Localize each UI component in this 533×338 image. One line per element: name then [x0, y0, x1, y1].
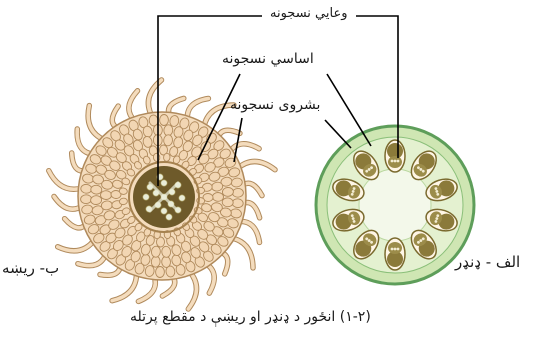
bundle-vessel — [397, 248, 400, 251]
figure-caption: (۱-۲) انځور د ډنډر او ریښې د مقطع پرتله — [130, 310, 371, 324]
leader-epidermis-right — [325, 120, 351, 148]
cortex-cell — [222, 187, 234, 196]
xylem-cell — [143, 194, 149, 200]
root-hair-fill — [230, 238, 253, 268]
bundle-vessel — [397, 160, 400, 163]
stem-cross-section — [316, 126, 474, 284]
bundle-vessel — [391, 248, 394, 251]
root-cross-section — [49, 80, 275, 309]
cortex-cell — [119, 188, 128, 195]
cortex-cell — [159, 114, 168, 125]
stem-bundle — [385, 238, 405, 270]
root-hair-fill — [58, 239, 95, 250]
cortex-cell — [80, 195, 91, 204]
label-root: ب- ریښه — [2, 261, 59, 276]
cortex-cell — [155, 266, 164, 277]
cortex-cell — [232, 188, 243, 197]
leader-epidermis-left — [234, 118, 242, 162]
cortex-cell — [90, 195, 102, 204]
xylem-cell — [166, 214, 172, 220]
cortex-cell — [100, 191, 111, 200]
label-vascular-tissue: وعایي نسجونه — [270, 7, 348, 20]
stem-bundle — [385, 140, 405, 172]
label-stem: الف - ډنډر — [455, 255, 520, 270]
cortex-cell — [161, 256, 170, 268]
bundle-vessel — [394, 248, 397, 251]
bundle-vessel — [394, 160, 397, 163]
label-epidermal-tissue: بشروی نسجونه — [230, 98, 320, 112]
root-vascular-core — [133, 166, 195, 228]
cortex-cell — [212, 192, 223, 201]
cortex-cell — [153, 153, 160, 162]
xylem-cell — [161, 208, 167, 214]
cortex-cell — [163, 153, 170, 162]
xylem-cell — [179, 195, 185, 201]
cortex-cell — [119, 198, 128, 205]
cortex-cell — [161, 246, 171, 258]
bundle-vessel — [391, 160, 394, 163]
leader-ground-right — [327, 74, 371, 146]
xylem-cell — [161, 180, 167, 186]
label-ground-tissue: اساسي نسجونه — [222, 52, 314, 66]
